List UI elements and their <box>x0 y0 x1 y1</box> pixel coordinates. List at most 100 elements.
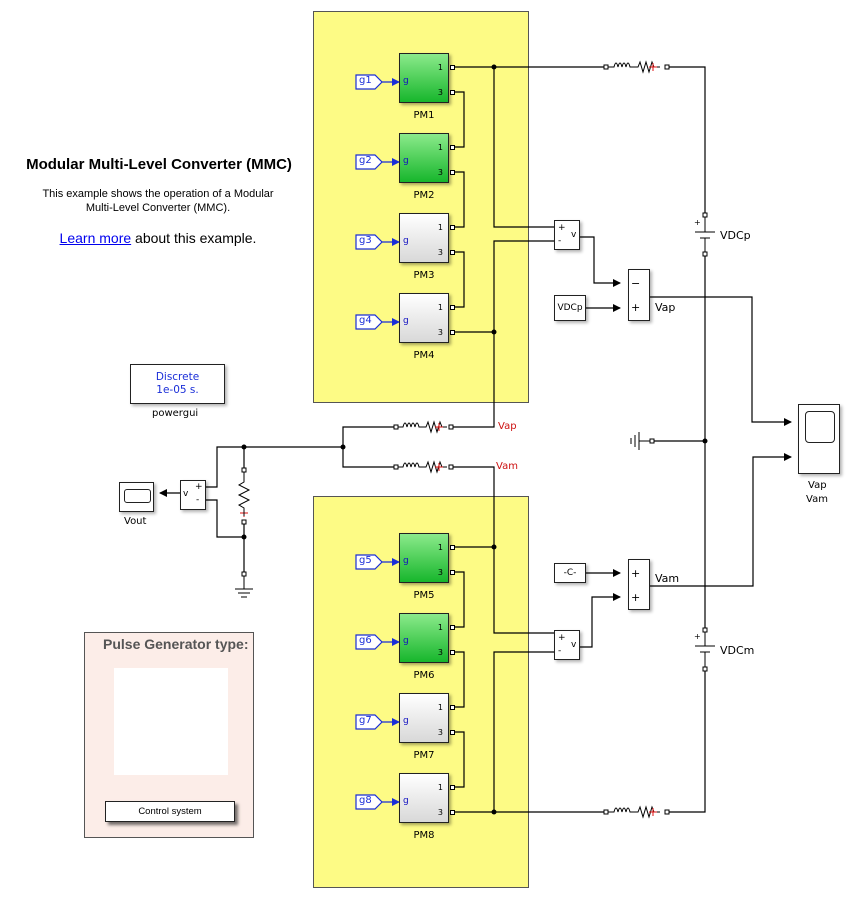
junction <box>491 544 497 550</box>
wire <box>342 426 396 468</box>
pulse-generator-image-area <box>114 668 228 775</box>
gate-port-label: g <box>403 316 409 326</box>
goto-tag-shape <box>355 794 383 810</box>
wire <box>453 466 554 634</box>
gate-port-label: g <box>403 796 409 806</box>
power-module-label: PM4 <box>413 350 435 361</box>
port-connector <box>450 650 455 655</box>
polarity-mark <box>435 463 443 471</box>
scope-vout-label: Vout <box>124 516 147 527</box>
powergui-block[interactable]: Discrete 1e-05 s. <box>130 364 225 404</box>
goto-tag-shape <box>355 314 383 330</box>
scope-screen-icon <box>124 489 151 503</box>
vm-minus: - <box>196 495 200 505</box>
wire <box>453 91 465 148</box>
wire <box>453 731 465 788</box>
learn-more-link[interactable]: Learn more <box>59 230 132 246</box>
ground-icon <box>630 432 655 450</box>
power-module-label: PM2 <box>413 190 435 201</box>
ground-icon <box>235 571 253 598</box>
wire <box>453 171 465 228</box>
junction <box>491 329 497 335</box>
wire <box>206 446 244 488</box>
vm-out: v <box>571 230 577 240</box>
dc-source-top <box>695 212 715 257</box>
powergui-label: powergui <box>152 408 199 419</box>
goto-tag-shape <box>355 634 383 650</box>
port-label: 1 <box>437 703 443 712</box>
goto-tag-shape <box>355 74 383 90</box>
port-connector <box>450 785 455 790</box>
power-module-label: PM8 <box>413 830 435 841</box>
wire <box>580 236 621 287</box>
rl-branch-vam <box>393 460 454 474</box>
gate-signal-tag[interactable]: g4 <box>359 315 372 326</box>
port-label: 1 <box>437 303 443 312</box>
scope-vout[interactable] <box>119 482 154 512</box>
gate-signal-tag[interactable]: g7 <box>359 715 372 726</box>
vm-out: v <box>571 640 577 650</box>
sum-top-label: Vap <box>655 301 676 314</box>
vm-plus: + <box>195 482 203 492</box>
goto-tag-shape <box>355 554 383 570</box>
gate-signal-tag[interactable]: g5 <box>359 555 372 566</box>
model-description: This example shows the operation of a Mo… <box>42 188 274 214</box>
vdcp-label: VDCp <box>720 229 751 242</box>
wire <box>650 453 792 587</box>
gate-port-label: g <box>403 156 409 166</box>
wire <box>580 593 621 648</box>
port-connector <box>450 90 455 95</box>
polarity-mark <box>435 423 443 431</box>
sum-input-sign: + <box>631 591 641 604</box>
gate-signal-tag[interactable]: g2 <box>359 155 372 166</box>
voltage-measurement-bottom[interactable]: + - v <box>554 630 580 660</box>
scope-vap-vam[interactable] <box>798 404 840 474</box>
load-resistor <box>237 467 251 525</box>
sum-input-sign: + <box>631 301 641 314</box>
port-connector <box>450 305 455 310</box>
port-label: 1 <box>437 623 443 632</box>
voltage-measurement-out[interactable]: + - v <box>180 480 206 510</box>
node-label-vap: Vap <box>498 421 517 432</box>
port-label: 1 <box>437 783 443 792</box>
power-module-label: PM6 <box>413 670 435 681</box>
powergui-mode: Discrete <box>155 371 200 383</box>
polarity-mark <box>649 63 657 71</box>
gate-signal-tag[interactable]: g6 <box>359 635 372 646</box>
battery-plus-bottom: + <box>694 632 701 641</box>
junction <box>241 534 247 540</box>
sum-block-bottom[interactable]: + + <box>628 559 650 610</box>
goto-tag-shape <box>355 234 383 250</box>
gate-signal-tag[interactable]: g1 <box>359 75 372 86</box>
pulse-generator-title: Pulse Generator type: <box>103 636 249 652</box>
goto-tag-shape <box>355 154 383 170</box>
wire <box>206 499 244 538</box>
goto-tag-shape <box>355 714 383 730</box>
port-label: 3 <box>437 248 443 257</box>
model-title: Modular Multi-Level Converter (MMC) <box>26 156 292 173</box>
constant-vdcp[interactable]: VDCp <box>554 295 586 321</box>
port-label: 1 <box>437 543 443 552</box>
gate-signal-tag[interactable]: g3 <box>359 235 372 246</box>
sum-block-top[interactable]: − + <box>628 269 650 321</box>
wire <box>667 670 706 813</box>
port-label: 3 <box>437 648 443 657</box>
wire <box>650 296 792 426</box>
constant-c[interactable]: -C- <box>554 563 586 583</box>
voltage-measurement-top[interactable]: + - v <box>554 220 580 250</box>
wire <box>453 651 465 708</box>
wire <box>453 571 465 628</box>
vm-plus: + <box>558 633 566 643</box>
control-system-button[interactable]: Control system <box>105 801 235 822</box>
gate-signal-tag[interactable]: g8 <box>359 795 372 806</box>
port-connector <box>450 625 455 630</box>
powergui-sample-time: 1e-05 s. <box>156 384 199 396</box>
